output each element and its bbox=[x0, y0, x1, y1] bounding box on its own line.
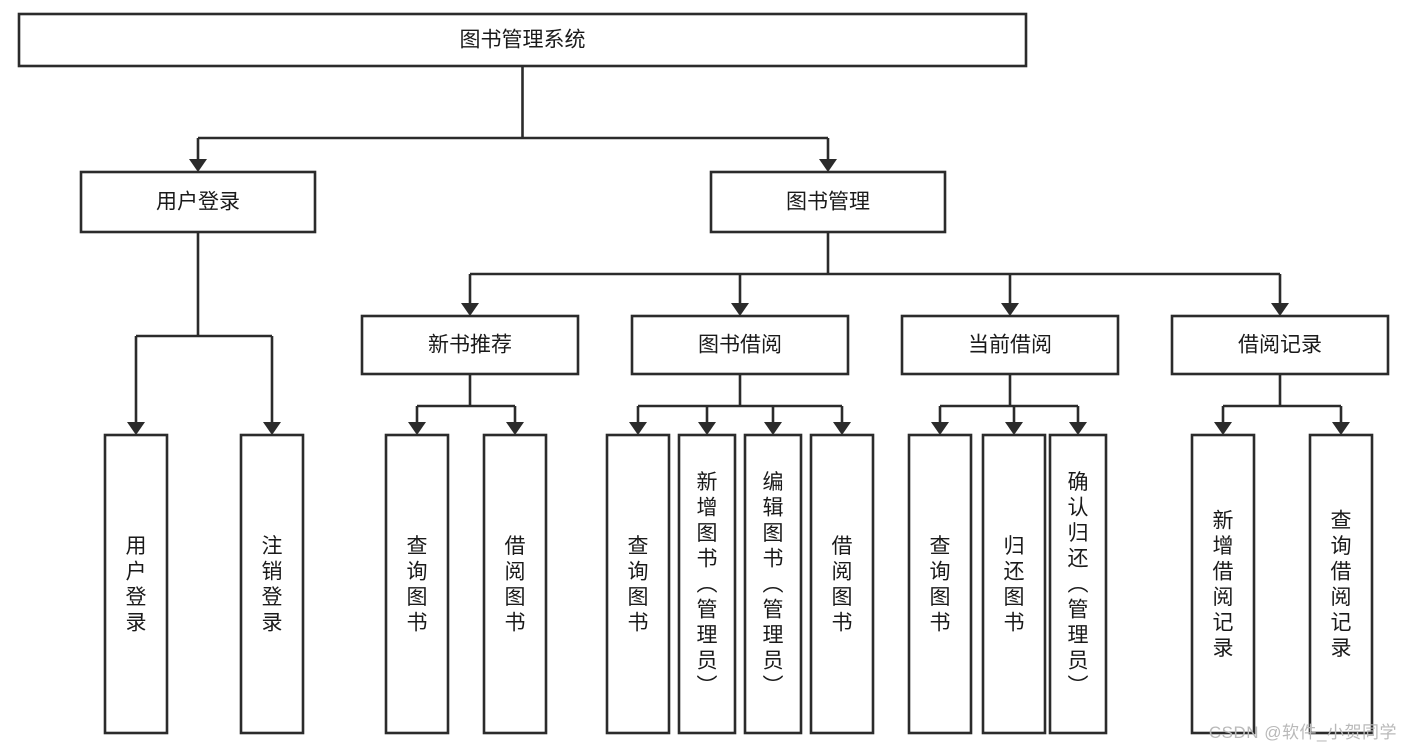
node-label-leaf-query-book-3: 查询图书 bbox=[930, 535, 951, 635]
arrow-head-book-management bbox=[819, 159, 837, 172]
node-leaf-query-book-2[interactable]: 查询图书 bbox=[605, 433, 671, 735]
node-new-book-recommend[interactable]: 新书推荐 bbox=[360, 314, 580, 376]
node-label-user-login: 用户登录 bbox=[156, 191, 240, 214]
node-leaf-query-borrow-record[interactable]: 查询借阅记录 bbox=[1308, 433, 1374, 735]
node-leaf-logout-login[interactable]: 注销登录 bbox=[239, 433, 305, 735]
node-box-leaf-borrow-book-1 bbox=[482, 433, 548, 735]
node-box-leaf-edit-book-admin bbox=[743, 433, 803, 735]
node-box-root bbox=[17, 12, 1028, 68]
node-label-new-book-recommend: 新书推荐 bbox=[428, 334, 512, 357]
node-leaf-borrow-book-2[interactable]: 借阅图书 bbox=[809, 433, 875, 735]
node-box-current-borrow bbox=[900, 314, 1120, 376]
node-borrow-record[interactable]: 借阅记录 bbox=[1170, 314, 1390, 376]
arrow-head-new-book-recommend bbox=[461, 303, 479, 316]
arrow-head-leaf-borrow-book-2 bbox=[833, 422, 851, 435]
node-label-leaf-query-book-1: 查询图书 bbox=[407, 535, 428, 635]
node-root[interactable]: 图书管理系统 bbox=[17, 12, 1028, 68]
connectors-layer bbox=[127, 66, 1350, 435]
node-label-leaf-user-login: 用户登录 bbox=[126, 535, 147, 635]
node-box-leaf-query-book-3 bbox=[907, 433, 973, 735]
node-label-leaf-borrow-book-2: 借阅图书 bbox=[832, 535, 853, 635]
csdn-watermark: CSDN @软件_小贺同学 bbox=[1208, 723, 1397, 742]
node-box-leaf-add-book-admin bbox=[677, 433, 737, 735]
node-box-leaf-query-book-1 bbox=[384, 433, 450, 735]
node-leaf-add-book-admin[interactable]: 新增图书︵管理员︶ bbox=[677, 433, 737, 735]
node-label-book-borrow: 图书借阅 bbox=[698, 334, 782, 357]
arrow-head-leaf-logout-login bbox=[263, 422, 281, 435]
arrow-head-leaf-borrow-book-1 bbox=[506, 422, 524, 435]
node-label-leaf-query-borrow-record: 查询借阅记录 bbox=[1331, 509, 1352, 660]
node-box-leaf-user-login bbox=[103, 433, 169, 735]
arrow-head-borrow-record bbox=[1271, 303, 1289, 316]
node-box-leaf-borrow-book-2 bbox=[809, 433, 875, 735]
node-leaf-query-book-3[interactable]: 查询图书 bbox=[907, 433, 973, 735]
arrow-head-user-login bbox=[189, 159, 207, 172]
node-leaf-confirm-return-admin[interactable]: 确认归还︵管理员︶ bbox=[1048, 433, 1108, 735]
node-label-leaf-add-book-admin: 新增图书︵管理员︶ bbox=[697, 471, 718, 698]
node-leaf-borrow-book-1[interactable]: 借阅图书 bbox=[482, 433, 548, 735]
arrow-head-leaf-query-book-1 bbox=[408, 422, 426, 435]
node-box-leaf-query-book-2 bbox=[605, 433, 671, 735]
node-label-leaf-return-book: 归还图书 bbox=[1004, 535, 1025, 635]
node-label-leaf-confirm-return-admin: 确认归还︵管理员︶ bbox=[1068, 471, 1089, 698]
node-label-leaf-borrow-book-1: 借阅图书 bbox=[505, 535, 526, 635]
node-leaf-query-book-1[interactable]: 查询图书 bbox=[384, 433, 450, 735]
node-leaf-user-login[interactable]: 用户登录 bbox=[103, 433, 169, 735]
node-box-leaf-add-borrow-record bbox=[1190, 433, 1256, 735]
node-label-root: 图书管理系统 bbox=[460, 29, 586, 52]
node-label-leaf-logout-login: 注销登录 bbox=[262, 535, 283, 635]
node-label-borrow-record: 借阅记录 bbox=[1238, 334, 1322, 357]
node-user-login[interactable]: 用户登录 bbox=[79, 170, 317, 234]
node-box-leaf-return-book bbox=[981, 433, 1047, 735]
node-current-borrow[interactable]: 当前借阅 bbox=[900, 314, 1120, 376]
arrow-head-leaf-query-borrow-record bbox=[1332, 422, 1350, 435]
node-label-current-borrow: 当前借阅 bbox=[968, 334, 1052, 357]
node-box-user-login bbox=[79, 170, 317, 234]
node-label-leaf-query-book-2: 查询图书 bbox=[628, 535, 649, 635]
arrow-head-leaf-confirm-return-admin bbox=[1069, 422, 1087, 435]
arrow-head-current-borrow bbox=[1001, 303, 1019, 316]
node-box-new-book-recommend bbox=[360, 314, 580, 376]
arrow-head-book-borrow bbox=[731, 303, 749, 316]
node-label-book-management: 图书管理 bbox=[786, 191, 870, 214]
node-book-borrow[interactable]: 图书借阅 bbox=[630, 314, 850, 376]
node-leaf-add-borrow-record[interactable]: 新增借阅记录 bbox=[1190, 433, 1256, 735]
node-box-borrow-record bbox=[1170, 314, 1390, 376]
nodes-layer: 图书管理系统用户登录图书管理新书推荐图书借阅当前借阅借阅记录用户登录注销登录查询… bbox=[17, 12, 1390, 735]
node-book-management[interactable]: 图书管理 bbox=[709, 170, 947, 234]
node-label-leaf-edit-book-admin: 编辑图书︵管理员︶ bbox=[763, 471, 784, 698]
arrow-head-leaf-add-borrow-record bbox=[1214, 422, 1232, 435]
arrow-head-leaf-return-book bbox=[1005, 422, 1023, 435]
node-box-leaf-logout-login bbox=[239, 433, 305, 735]
arrow-head-leaf-edit-book-admin bbox=[764, 422, 782, 435]
arrow-head-leaf-user-login bbox=[127, 422, 145, 435]
node-leaf-return-book[interactable]: 归还图书 bbox=[981, 433, 1047, 735]
arrow-head-leaf-query-book-2 bbox=[629, 422, 647, 435]
node-label-leaf-add-borrow-record: 新增借阅记录 bbox=[1213, 509, 1234, 660]
arrow-head-leaf-query-book-3 bbox=[931, 422, 949, 435]
node-box-leaf-query-borrow-record bbox=[1308, 433, 1374, 735]
node-box-leaf-confirm-return-admin bbox=[1048, 433, 1108, 735]
arrow-head-leaf-add-book-admin bbox=[698, 422, 716, 435]
node-leaf-edit-book-admin[interactable]: 编辑图书︵管理员︶ bbox=[743, 433, 803, 735]
node-box-book-borrow bbox=[630, 314, 850, 376]
node-box-book-management bbox=[709, 170, 947, 234]
